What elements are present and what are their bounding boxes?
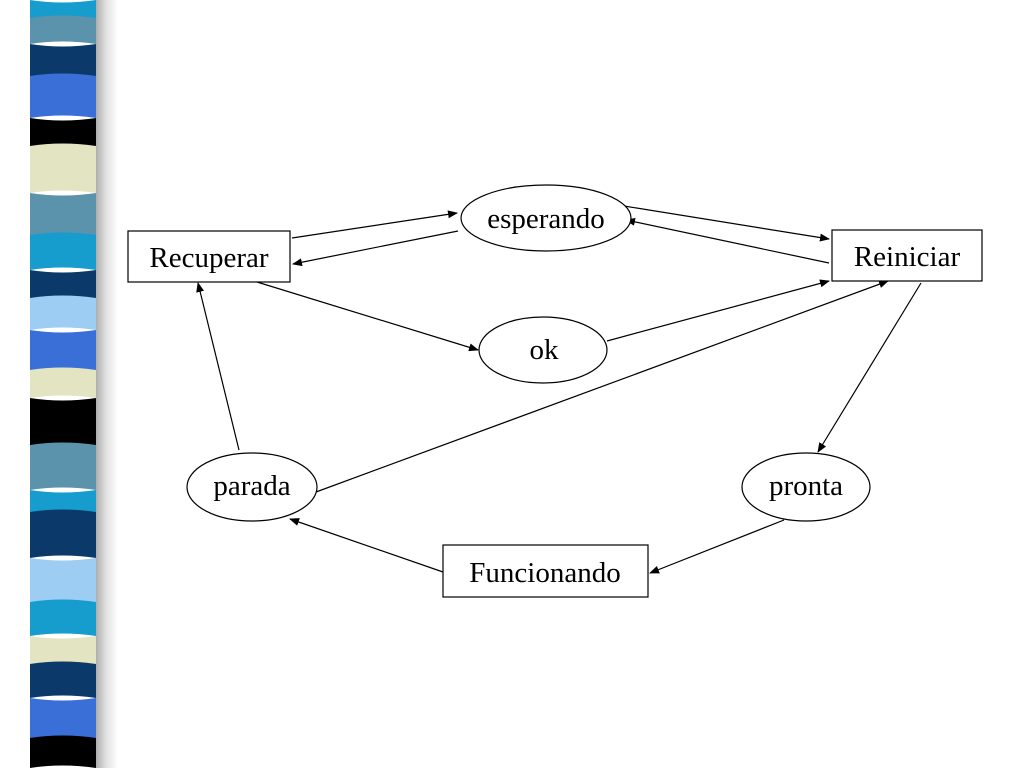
edge-recuperar-to-esperando [291,210,458,239]
edge-parada-to-recuperar [196,282,240,451]
decorative-stripe [30,295,96,330]
node-pronta: pronta [741,452,871,522]
node-ok: ok [478,316,608,384]
decorative-stripe [30,0,96,21]
node-reiniciar-box [831,229,983,282]
decorative-stripe [30,698,96,741]
node-esperando-ellipse [460,184,632,252]
node-pronta-ellipse [741,452,871,522]
decorative-band-shadow [96,0,118,768]
edge-reiniciar-to-pronta [817,282,922,453]
decorative-stripe [30,490,96,515]
decorative-stripe [30,442,96,490]
edge-funcionando-to-parada [289,518,444,573]
node-parada-label: parada [213,470,290,502]
decorative-stripe-band [30,0,96,768]
decorative-stripe [30,232,96,270]
node-reiniciar-label: Reiniciar [854,241,961,273]
node-recuperar-box [127,230,291,283]
node-recuperar-label: Recuperar [149,242,268,274]
decorative-stripe [30,661,96,698]
node-ok-label: ok [530,334,560,366]
decorative-stripe [30,330,96,373]
decorative-stripe [30,15,96,44]
node-pronta-label: pronta [769,470,843,502]
decorative-stripe [30,118,96,149]
edge-esperando-to-recuperar [292,230,459,267]
decorative-stripe [30,44,96,79]
decorative-stripe [30,636,96,667]
node-parada-ellipse [186,452,318,522]
node-esperando-label: esperando [487,203,605,235]
node-recuperar: Recuperar [127,230,291,283]
node-funcionando-box [442,544,649,598]
node-funcionando-label: Funcionando [469,557,620,589]
decorative-stripe [30,599,96,636]
decorative-stripe [30,367,96,398]
decorative-stripe [30,509,96,558]
decorative-stripe [30,143,96,193]
node-esperando: esperando [460,184,632,252]
edge-ok-to-reiniciar [606,279,830,342]
node-parada: parada [186,452,318,522]
decorative-stripe [30,73,96,118]
node-funcionando: Funcionando [442,544,649,598]
edge-reiniciar-to-esperando [625,217,830,264]
decorative-stripe [30,398,96,448]
edge-recuperar-to-ok [256,281,479,352]
decorative-stripe [30,270,96,301]
decorative-stripe [30,193,96,238]
edge-pronta-to-funcionando [649,519,785,574]
decorative-stripe [30,735,96,768]
node-reiniciar: Reiniciar [831,229,983,282]
node-ok-ellipse [478,316,608,384]
edge-esperando-to-reiniciar [623,205,830,242]
decorative-stripe [30,558,96,605]
edge-parada-to-reiniciar [315,280,889,493]
